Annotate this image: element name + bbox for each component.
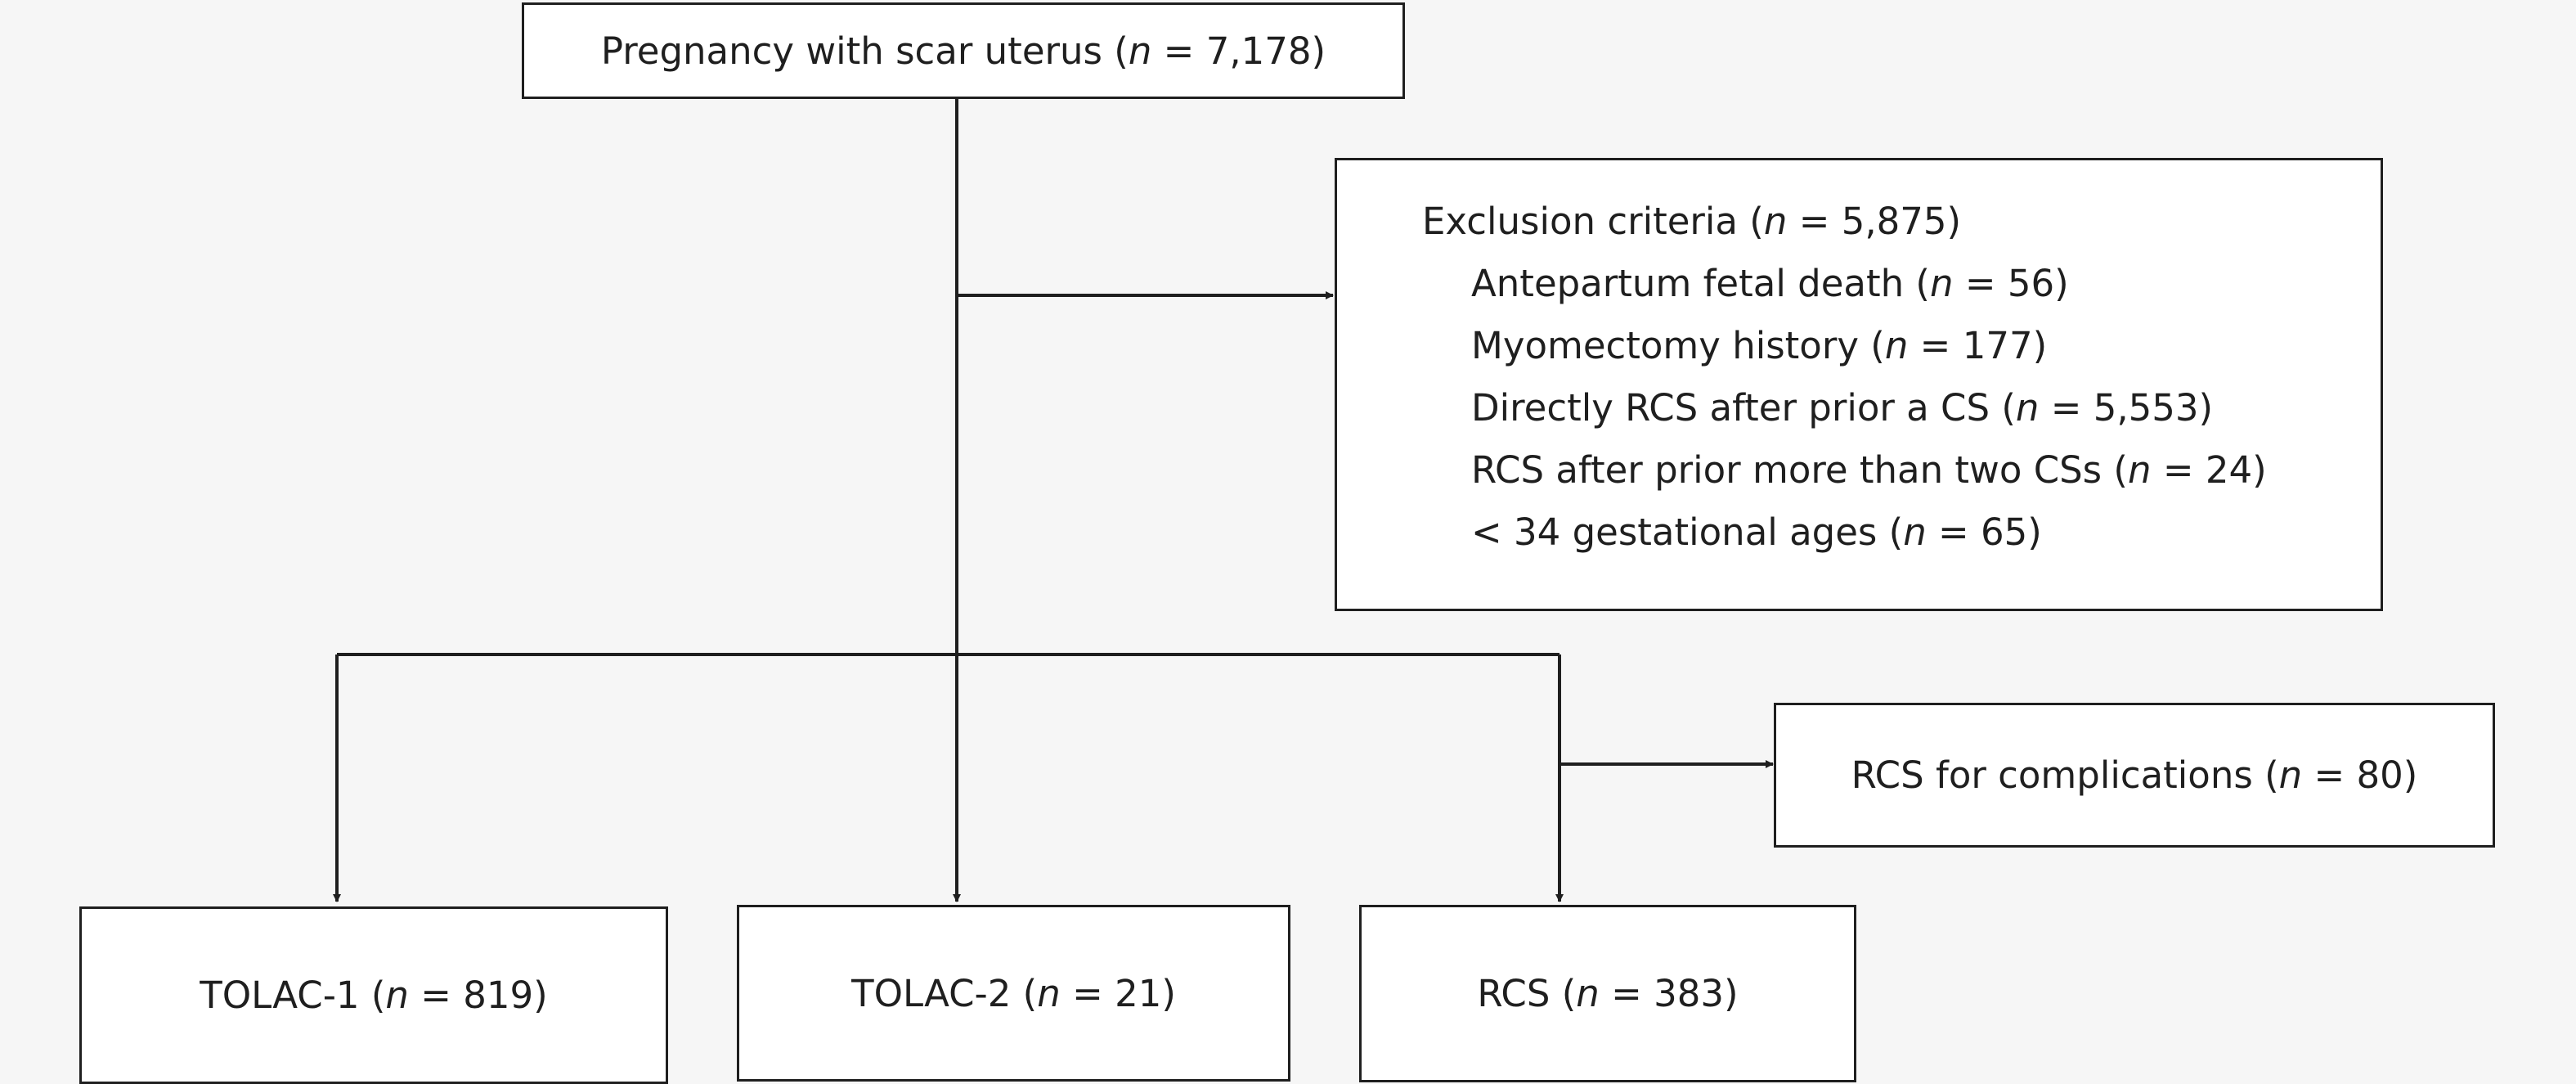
rcs-complications-count: = 80)	[2302, 753, 2418, 797]
tolac-1-text: TOLAC-1 (	[200, 974, 386, 1017]
exclusion-item-count: = 65)	[1926, 511, 2042, 554]
exclusion-item: Directly RCS after prior a CS (n = 5,553…	[1471, 389, 2267, 452]
exclusion-item-n: n	[2015, 386, 2040, 430]
exclusion-item-text: Antepartum fetal death (	[1471, 262, 1930, 305]
exclusion-item: < 34 gestational ages (n = 65)	[1471, 514, 2267, 576]
exclusion-item-text: Myomectomy history (	[1471, 324, 1885, 367]
tolac-2-count: = 21)	[1060, 971, 1176, 1015]
tolac-1-label: TOLAC-1 (n = 819)	[200, 977, 547, 1014]
pregnancy-scar-uterus-label: Pregnancy with scar uterus (n = 7,178)	[601, 33, 1326, 70]
exclusion-item-n: n	[1903, 511, 1927, 554]
exclusion-item-count: = 56)	[1953, 262, 2069, 305]
rcs-complications-text: RCS for complications (	[1851, 753, 2279, 797]
exclusion-item-count: = 5,553)	[2039, 386, 2214, 430]
tolac-2-box: TOLAC-2 (n = 21)	[737, 905, 1290, 1082]
pregnancy-scar-uterus-n: n	[1128, 29, 1152, 73]
rcs-text: RCS (	[1477, 972, 1577, 1015]
rcs-complications-box: RCS for complications (n = 80)	[1774, 703, 2495, 848]
exclusion-item-text: < 34 gestational ages (	[1471, 511, 1904, 554]
exclusion-item-count: = 24)	[2151, 448, 2267, 492]
tolac-2-text: TOLAC-2 (	[851, 971, 1038, 1015]
exclusion-criteria-box: Exclusion criteria (n = 5,875) Antepartu…	[1335, 158, 2383, 611]
exclusion-title-n: n	[1763, 200, 1788, 243]
exclusion-item: RCS after prior more than two CSs (n = 2…	[1471, 452, 2267, 514]
rcs-complications-n: n	[2278, 753, 2303, 797]
rcs-label: RCS (n = 383)	[1477, 975, 1738, 1012]
exclusion-item-text: Directly RCS after prior a CS (	[1471, 386, 2016, 430]
exclusion-title-text: Exclusion criteria (	[1422, 200, 1764, 243]
tolac-1-count: = 819)	[408, 974, 548, 1017]
rcs-n: n	[1576, 972, 1600, 1015]
rcs-count: = 383)	[1599, 972, 1739, 1015]
tolac-2-n: n	[1037, 971, 1061, 1015]
exclusion-item-n: n	[2128, 448, 2152, 492]
exclusion-item: Myomectomy history (n = 177)	[1471, 327, 2267, 389]
exclusion-item-count: = 177)	[1908, 324, 2048, 367]
exclusion-criteria-title: Exclusion criteria (n = 5,875)	[1422, 203, 1961, 240]
rcs-complications-label: RCS for complications (n = 80)	[1851, 757, 2418, 794]
pregnancy-scar-uterus-text: Pregnancy with scar uterus (	[600, 29, 1129, 73]
tolac-1-n: n	[385, 974, 409, 1017]
pregnancy-scar-uterus-count: = 7,178)	[1151, 29, 1326, 73]
exclusion-item: Antepartum fetal death (n = 56)	[1471, 265, 2267, 327]
exclusion-title-count: = 5,875)	[1787, 200, 1962, 243]
tolac-1-box: TOLAC-1 (n = 819)	[79, 906, 668, 1084]
pregnancy-scar-uterus-box: Pregnancy with scar uterus (n = 7,178)	[522, 2, 1405, 99]
exclusion-item-n: n	[1929, 262, 1954, 305]
exclusion-item-n: n	[1884, 324, 1909, 367]
exclusion-item-text: RCS after prior more than two CSs (	[1471, 448, 2128, 492]
rcs-box: RCS (n = 383)	[1359, 905, 1856, 1082]
exclusion-criteria-list: Antepartum fetal death (n = 56) Myomecto…	[1471, 265, 2267, 576]
tolac-2-label: TOLAC-2 (n = 21)	[851, 975, 1176, 1012]
